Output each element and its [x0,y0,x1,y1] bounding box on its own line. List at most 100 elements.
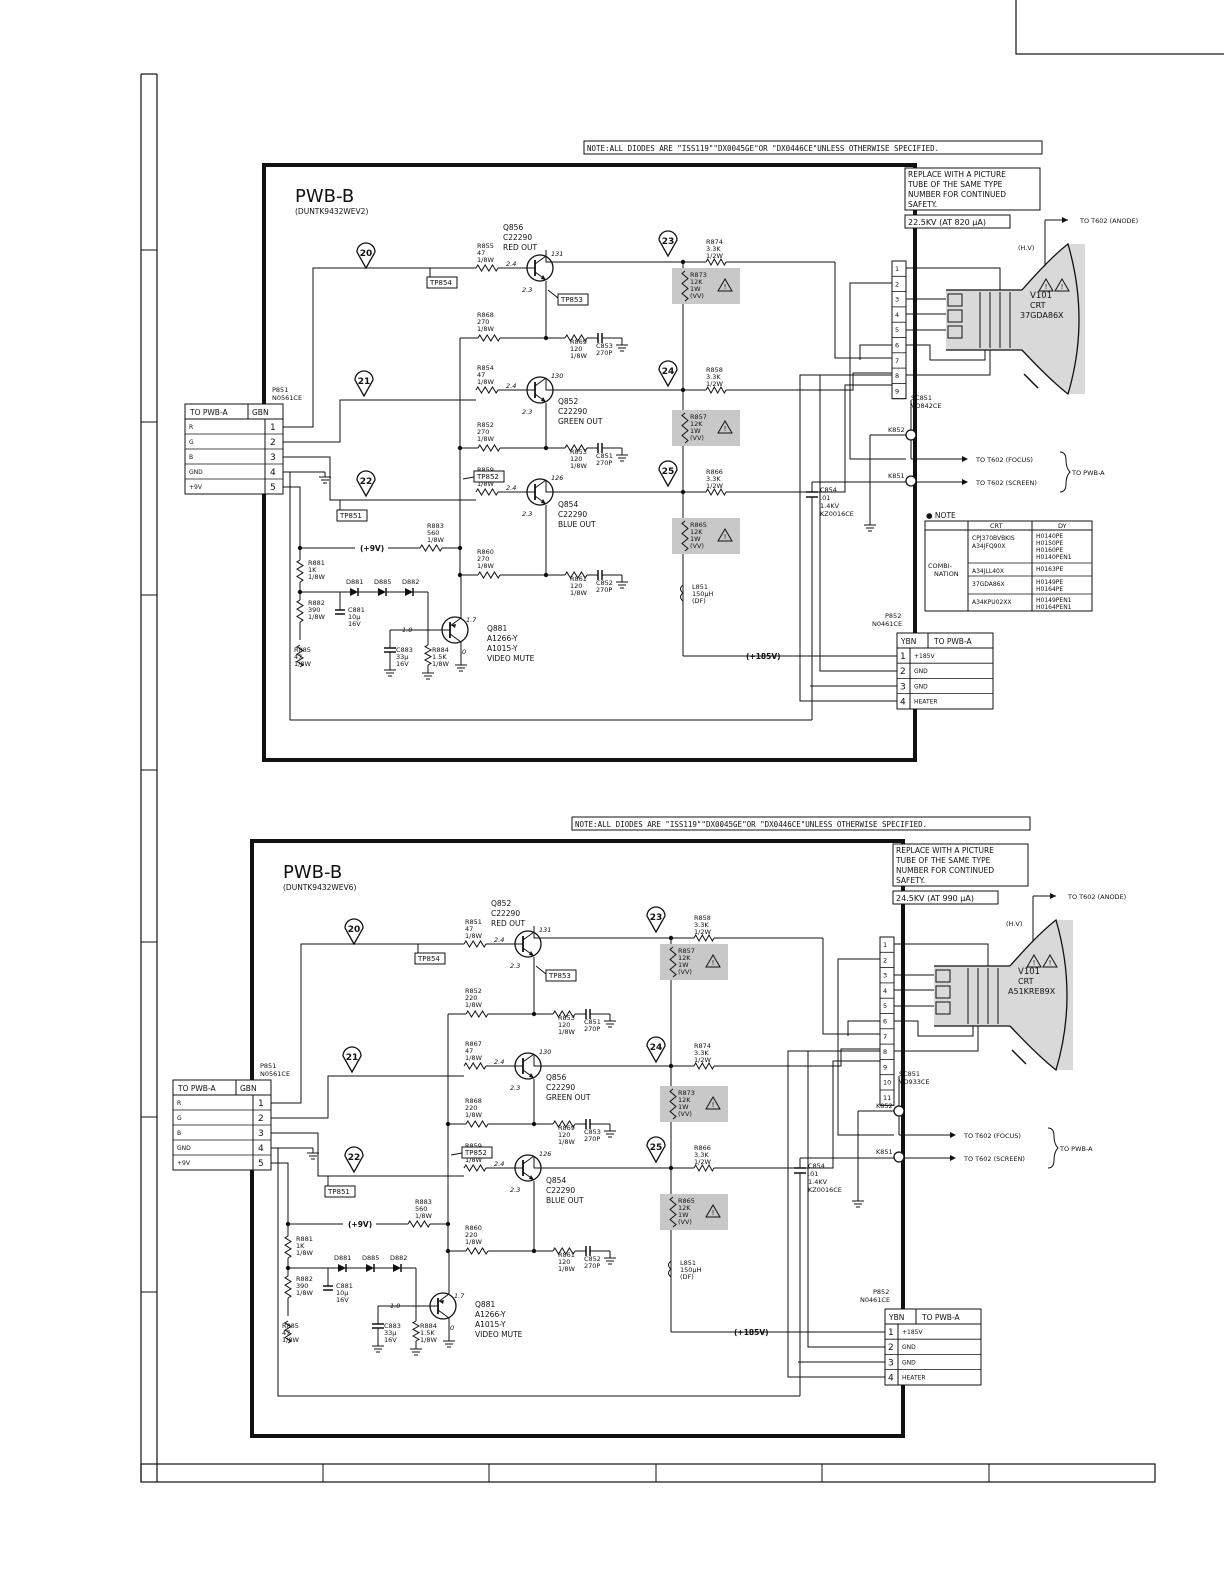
diode-label: D882 [402,578,419,586]
connector-ref: P851 [272,386,288,394]
screen-terminal [905,475,917,487]
combo-dy: H0149PE [1036,579,1063,586]
hv-label: (H.V) [1006,920,1022,928]
base-resistor-label: 47 [465,925,473,933]
load-resistor-label: 1/2W [706,252,723,260]
replace-note-line: TUBE OF THE SAME TYPE [895,856,991,865]
wire [449,617,462,627]
warning-icon-mark: ! [724,283,727,291]
wire [522,1155,535,1165]
resistor-symbol [477,334,501,342]
rc-cap-label: 270P [596,349,612,357]
connector-signal: GND [902,1344,916,1351]
rc-cap-label: C852 [584,1255,601,1263]
warning-icon [705,1096,721,1110]
video-amp-stage [514,930,542,958]
node-marker-label: 20 [360,249,373,259]
rc-resistor-label: 1/8W [570,589,587,597]
connector-pin: 2 [258,1114,264,1124]
safety-resistor-label: 1W [690,535,701,543]
wire [906,350,991,376]
c883-label: 33µ [396,653,408,661]
anode-label: TO T602 (ANODE) [1079,217,1138,225]
arrow-icon [1062,217,1068,223]
mute-voltage-collector: 0 [450,1324,454,1332]
wire [271,943,464,1104]
r883-label: 560 [427,529,439,537]
rc-resistor-label: R869 [558,1124,575,1132]
coil-label: L851 [680,1259,696,1267]
emitter-resistor-label: 220 [465,1104,477,1112]
resistor-symbol [419,544,443,552]
c881-label: 16V [336,1296,349,1304]
crt-gun-icon [947,293,963,307]
r884-label: R884 [432,646,449,654]
replace-note-line: SAFETY. [908,200,937,209]
mute-ref: Q881 [487,624,507,633]
wire [437,1309,450,1319]
load-resistor-label: 3.3K [694,921,709,929]
transistor-function: RED OUT [503,243,538,252]
wire [283,486,355,549]
voltage-collector: 126 [539,1150,551,1158]
wire [283,456,476,501]
crt-gun-icon [947,325,963,339]
replace-note-line: SAFETY. [896,876,925,885]
plus185-label: (+185V) [746,652,781,661]
load-resistor-label: 1/2W [706,482,723,490]
wire [534,255,547,265]
load-resistor-label: R866 [694,1144,711,1152]
test-point-box [557,293,589,306]
r881-label: 1K [296,1242,305,1250]
connector-pin: 5 [258,1159,264,1169]
crt-bulb-outline [1021,242,1080,396]
safety-resistor-label: 12K [678,1204,691,1212]
emitter-resistor-label: 1/8W [465,1238,482,1246]
combo-dy: H0163PE [1036,566,1063,573]
diode-note-box [571,816,1031,831]
safety-resistor-label: R865 [678,1197,695,1205]
node-marker-icon [356,470,376,498]
schematic-bottom: NOTE:ALL DIODES ARE "ISS119""DX0045GE"OR… [172,816,1126,1438]
base-resistor-label: 47 [477,371,485,379]
combo-side: NATION [934,570,959,578]
resistor-symbol [705,257,727,267]
screen-label: TO T602 (SCREEN) [963,1155,1025,1163]
page-frame [140,0,1224,1483]
voltage-emitter: 2.3 [522,510,532,518]
base-resistor-label: 1/8W [465,932,482,940]
screen-label: TO T602 (SCREEN) [975,479,1037,487]
base-resistor-label: R854 [477,364,494,372]
rc-cap-label: 270P [584,1262,600,1270]
socket-pin-label: 6 [895,342,899,350]
warning-icon [717,420,733,434]
wire [835,372,892,391]
wire [906,344,986,361]
resistor-symbol [552,1247,576,1255]
socket-pin-label: 9 [883,1063,887,1071]
connector-ref: P851 [260,1062,276,1070]
wire [834,262,892,359]
socket-pin-label: 7 [883,1033,887,1041]
voltage-emitter: 2.3 [510,962,520,970]
connector-pin: 3 [888,1358,894,1368]
socket-pin-label: 2 [883,956,887,964]
combo-dy: H0150PE [1036,540,1063,547]
arrow-mark [541,275,546,280]
base-resistor-label: R859 [465,1142,482,1150]
base-resistor-label: 1/8W [465,1156,482,1164]
crt-gun-icon [935,1001,951,1015]
r883-label: 1/8W [415,1212,432,1220]
brace-symbol [1059,451,1071,493]
connector-pin: 4 [258,1144,264,1154]
r882-label: 1/8W [296,1289,313,1297]
combo-crt: A34KPU02XX [972,599,1012,606]
safety-resistor-label: R873 [678,1089,695,1097]
test-point-box [426,276,458,289]
socket-pin-label: 4 [895,311,899,319]
arrow-mark [529,951,534,956]
wire [859,344,892,360]
wire [462,476,475,480]
wire [822,938,880,1035]
